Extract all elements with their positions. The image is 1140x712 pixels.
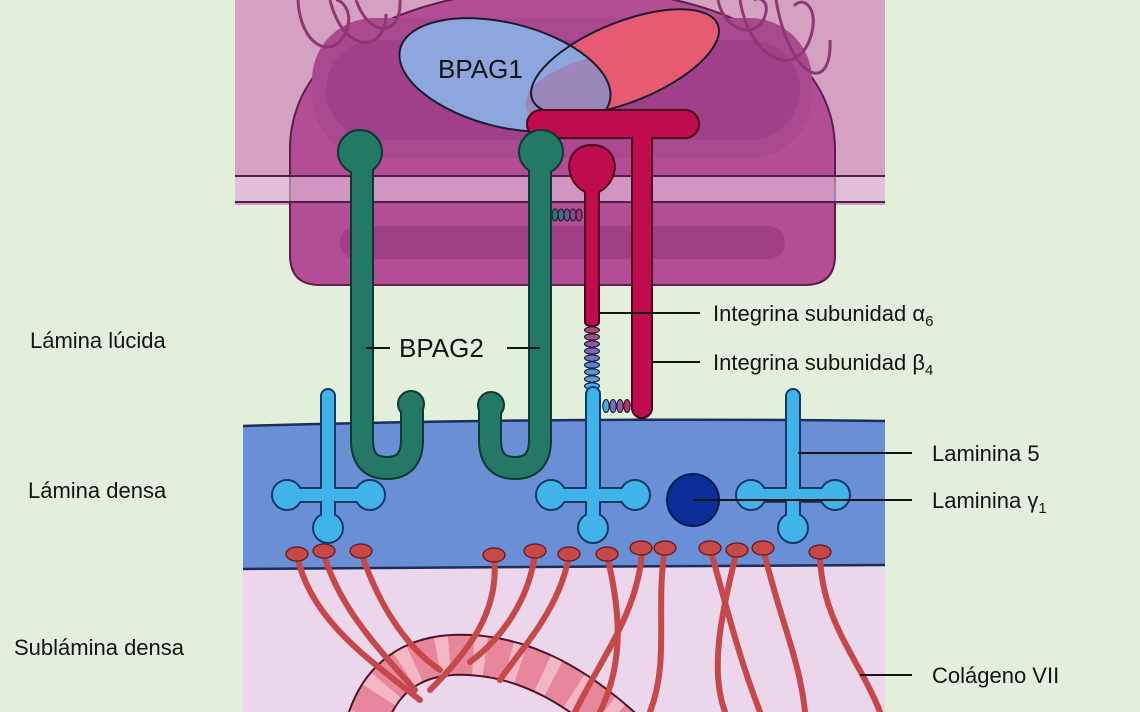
collagen-vii-anchor xyxy=(725,542,749,558)
linker-bead xyxy=(609,398,617,414)
bpag2-right-body xyxy=(480,155,550,479)
collagen-vii-anchor xyxy=(629,540,653,556)
linker-bead xyxy=(583,354,601,362)
plasma-membrane xyxy=(235,176,885,202)
laminin-5-center xyxy=(535,386,651,544)
collagen-vii-anchor xyxy=(595,546,619,562)
collagen-vii-anchor xyxy=(808,544,832,560)
linker-bead xyxy=(583,361,601,369)
integrin-alpha6 xyxy=(568,143,616,328)
integrin-beta4-stem xyxy=(631,123,653,419)
keratin-loop xyxy=(738,0,815,62)
integrin-beta4-joint xyxy=(633,132,651,144)
linker-bead xyxy=(557,208,565,222)
lamina-densa-label: Lámina densa xyxy=(28,478,167,503)
linker-bead xyxy=(623,398,631,414)
leader-lines xyxy=(366,312,912,676)
collagen-vii-strand xyxy=(358,549,443,673)
collagen-vii-anchor xyxy=(285,546,309,562)
bpag2-left-body xyxy=(352,155,422,479)
collagen-vii-strand xyxy=(572,545,645,712)
linker-bead xyxy=(583,375,601,383)
collagen-vii-anchor xyxy=(349,543,373,559)
linker-bead xyxy=(569,208,577,222)
integrin-alpha6-body xyxy=(568,143,616,328)
collagen-vii-strand xyxy=(647,545,668,712)
laminina-5-label: Laminina 5 xyxy=(932,441,1040,466)
plaque-lower-dense xyxy=(340,226,785,259)
collagen-vii-anchor xyxy=(698,540,722,556)
integrin-beta4 xyxy=(526,109,700,419)
laminin-beta4-linker xyxy=(602,398,631,414)
collagen-vii-anchor xyxy=(523,543,547,559)
integrina-b4-text: Integrina subunidad β xyxy=(713,350,925,375)
laminin-5-body xyxy=(284,390,372,526)
bpag2-label: BPAG2 xyxy=(399,333,484,363)
linker-bead xyxy=(583,326,601,334)
collagen-vii-strand xyxy=(427,553,498,693)
collagen-vii-anchor xyxy=(751,540,775,556)
keratin-filaments xyxy=(296,0,832,75)
bpag2-right xyxy=(477,129,564,481)
linker-bead xyxy=(583,333,601,341)
collagen-vii-anchor xyxy=(482,547,506,563)
bpag1: BPAG1 xyxy=(398,8,720,133)
integrina-b4-label: Integrina subunidad β4 xyxy=(713,350,933,379)
integrina-a6-label: Integrina subunidad α6 xyxy=(713,301,933,330)
lamina-densa-bottom-edge xyxy=(242,563,886,571)
laminina-g1-subscript: 1 xyxy=(1038,500,1046,517)
linker-bead xyxy=(583,368,601,376)
integrina-a6-text: Integrina subunidad α xyxy=(713,301,925,326)
collagen-vii-anchor xyxy=(557,546,581,562)
bpag1-partner-outline xyxy=(530,8,720,116)
collagen-vii-strand xyxy=(714,547,740,712)
laminin-5-left xyxy=(271,388,386,544)
bpag1-label: BPAG1 xyxy=(438,54,523,84)
collagen-vii-strand xyxy=(760,545,808,712)
collagen-vii-strand xyxy=(294,552,423,703)
laminina-g1-label: Laminina γ1 xyxy=(932,488,1047,517)
collagen-vii-strand xyxy=(497,552,572,683)
integrin-laminin-linker xyxy=(583,326,601,390)
integrina-a6-subscript: 6 xyxy=(925,313,933,330)
linker-bead xyxy=(616,398,624,414)
colageno-vii-label: Colágeno VII xyxy=(932,663,1059,688)
integrin-beta4-bar xyxy=(526,109,700,139)
collagen-vii-strand xyxy=(817,549,883,712)
collagen-vii xyxy=(285,540,883,712)
laminin-5-body xyxy=(549,388,637,526)
collagen-vii-anchor xyxy=(653,540,677,556)
keratin-loop xyxy=(296,0,351,49)
linker-bead xyxy=(583,347,601,355)
collagen-vii-strand xyxy=(707,545,763,712)
keratin-loop xyxy=(354,0,402,30)
collagen-vii-strand xyxy=(467,549,538,665)
bpag1-outline xyxy=(398,17,612,133)
linker-bead xyxy=(575,208,583,222)
laminina-g1-text: Laminina γ xyxy=(932,488,1038,513)
linker-bead xyxy=(563,208,571,222)
sublamina-densa-label: Sublámina densa xyxy=(14,635,185,660)
collagen-vii-strand xyxy=(320,549,418,693)
laminin-5-right xyxy=(735,388,851,544)
lamina-lucida-label: Lámina lúcida xyxy=(30,328,167,353)
collagen-vii-anchor xyxy=(312,543,336,559)
linker-bead xyxy=(602,398,610,414)
keratin-loop xyxy=(328,0,388,44)
bpag2-left xyxy=(337,129,425,481)
linker-bead xyxy=(583,340,601,348)
keratin-loop xyxy=(774,0,832,75)
integrina-b4-subscript: 4 xyxy=(925,362,933,379)
keratin-loop xyxy=(716,0,768,32)
linker-bead xyxy=(551,208,559,222)
bpag2-integrin-linker xyxy=(551,208,583,222)
